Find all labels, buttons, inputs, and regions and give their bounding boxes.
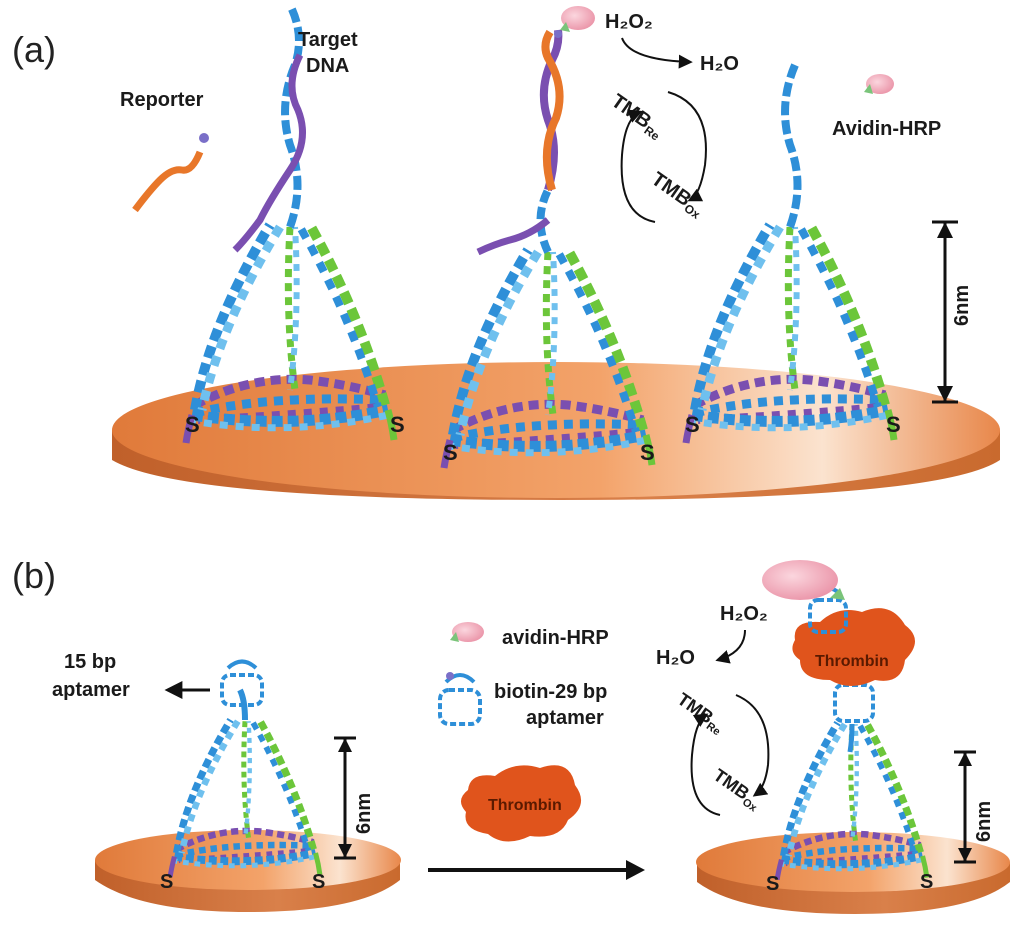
avidin-hrp-legend-b: avidin-HRP	[450, 622, 609, 649]
target-label-line2: DNA	[306, 55, 349, 77]
thiol-label: S	[640, 440, 655, 465]
aptamer15-label-line1: 15 bp	[64, 651, 116, 673]
h2o2-label: H₂O₂	[605, 11, 653, 33]
thiol-label: S	[920, 871, 933, 893]
tetrahedron-2	[444, 188, 652, 468]
tmb-cycle-b: TMBRe TMBOx	[672, 689, 770, 816]
svg-text:TMBRe: TMBRe	[606, 90, 668, 143]
h2o-label: H₂O	[700, 53, 739, 75]
gold-surface-a	[112, 362, 1000, 500]
thiol-label: S	[312, 871, 325, 893]
thiol-label: S	[685, 412, 700, 437]
biotin-aptamer-label-line2: aptamer	[526, 707, 604, 729]
thiol-label: S	[886, 412, 901, 437]
panel-b-label: (b)	[12, 555, 56, 596]
thiol-label: S	[160, 871, 173, 893]
thiol-label: S	[390, 412, 405, 437]
h2o2-arrow-b	[715, 629, 746, 664]
height-bar-b-left: 6nm	[334, 736, 375, 860]
reporter-label: Reporter	[120, 89, 204, 111]
aptamer-15bp	[220, 659, 264, 721]
gold-surface-b-right	[696, 832, 1010, 914]
tetrahedron-3	[686, 63, 894, 443]
height-bar-a: 6nm	[932, 220, 973, 404]
thrombin-label-bound: Thrombin	[815, 653, 889, 670]
height-label-b-left: 6nm	[353, 793, 375, 834]
avidin-hrp-label-b: avidin-HRP	[502, 627, 609, 649]
biotin-aptamer-label-line1: biotin-29 bp	[494, 681, 607, 703]
avidin-hrp-label: Avidin-HRP	[832, 118, 941, 140]
panel-b: (b) 15 bp aptamer	[12, 555, 1010, 914]
aptamer15-label-line2: aptamer	[52, 679, 130, 701]
tmb-cycle-a: TMBRe TMBOx	[606, 90, 709, 223]
target-dna-duplex	[539, 29, 563, 192]
svg-text:TMBOx: TMBOx	[646, 168, 709, 222]
height-label-b-right: 6nm	[973, 801, 995, 842]
thiol-label: S	[185, 412, 200, 437]
thiol-label: S	[766, 873, 779, 895]
svg-text:TMBRe: TMBRe	[672, 689, 729, 738]
reporter-duplex	[541, 29, 564, 192]
target-dna-strand	[232, 53, 306, 253]
height-label-a: 6nm	[951, 285, 973, 326]
h2o-label-b: H₂O	[656, 647, 695, 669]
aptamer-sandwich: Thrombin	[762, 560, 915, 753]
target-label-line1: Target	[298, 29, 358, 51]
tetrahedron-1	[186, 3, 394, 443]
h2o2-label-b: H₂O₂	[720, 603, 768, 625]
gold-surface-b-left	[95, 830, 401, 912]
panel-a: (a)	[12, 3, 1000, 500]
avidin-hrp-legend-a: Avidin-HRP	[832, 74, 941, 140]
height-bar-b-right: 6nm	[954, 750, 995, 864]
panel-a-label: (a)	[12, 29, 56, 70]
reporter-strand	[132, 133, 209, 213]
h2o2-arrow	[621, 37, 693, 69]
biotin-aptamer-legend: biotin-29 bp aptamer	[438, 672, 607, 729]
thrombin-legend: Thrombin	[460, 765, 582, 842]
hrp-bound-a	[554, 6, 595, 38]
svg-text:TMBOx: TMBOx	[708, 765, 766, 815]
thiol-label: S	[443, 440, 458, 465]
thrombin-label-legend: Thrombin	[488, 797, 562, 814]
